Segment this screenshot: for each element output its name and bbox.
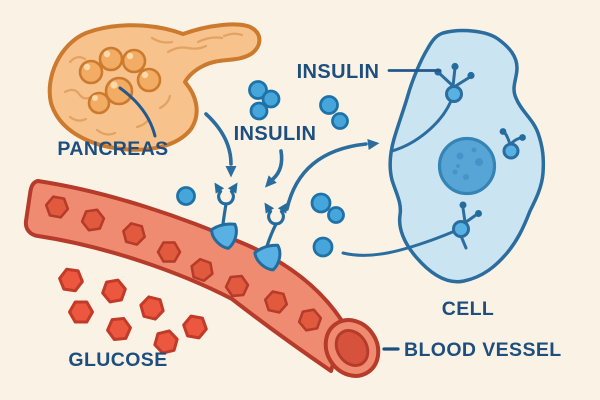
pancreas-label: PANCREAS: [57, 138, 168, 160]
glucose-molecules: [58, 267, 208, 355]
pancreas-illustration: [47, 22, 262, 152]
insulin-dot: [312, 236, 334, 258]
insulin-label-top: INSULIN: [297, 61, 380, 83]
glucose-molecule: [106, 316, 132, 342]
insulin-dot: [310, 192, 332, 214]
glucose-molecule: [139, 295, 165, 321]
arrow-to-cell: [285, 142, 368, 211]
insulin-label-middle: INSULIN: [234, 123, 317, 145]
insulin-dot: [249, 101, 269, 121]
blood-vessel-label: BLOOD VESSEL: [404, 339, 562, 361]
receptor-head: [445, 85, 463, 103]
insulin-dot: [248, 80, 268, 100]
cell-receptor-bottom: [341, 201, 482, 257]
glucose-molecule: [182, 314, 208, 340]
receptor-head: [452, 220, 470, 238]
receptor-tail: [390, 99, 453, 153]
vessel-lumen: [334, 329, 370, 367]
insulin-dot: [331, 112, 349, 130]
insulin-dot: [327, 206, 345, 224]
nucleus-speckles: [452, 147, 483, 180]
arrow-insulin-to-receptor: [271, 149, 284, 181]
cell-receptor-right: [499, 128, 526, 160]
pancreas-texture: [63, 32, 244, 136]
receptor-tail: [341, 229, 457, 257]
glucose-in-vessel: [44, 195, 323, 332]
glucose-molecule: [68, 300, 94, 324]
receptor-arrowheads: [214, 182, 238, 194]
vessel-receptor-1: [210, 182, 238, 250]
receptor-tips: [459, 201, 482, 217]
cell-label: CELL: [442, 298, 495, 320]
receptor-head: [502, 142, 520, 160]
flow-arrowheads: [225, 139, 380, 188]
insulin-dot: [261, 89, 281, 109]
receptor-arrowheads: [264, 202, 288, 214]
vessel-open-end: [323, 318, 381, 378]
receptor-socket: [253, 243, 282, 272]
receptor-tips: [499, 128, 526, 141]
flow-arrows: [204, 112, 368, 211]
insulin-dots: [176, 80, 349, 258]
cell-receptor-top: [390, 62, 475, 153]
insulin-dot: [176, 186, 196, 206]
glucose-molecule: [58, 267, 84, 293]
arrow-pancreas-to-vessel: [204, 112, 233, 166]
insulin-dot: [319, 95, 339, 115]
cell-nucleus: [437, 136, 497, 196]
islet-highlights: [83, 50, 149, 101]
nucleus-circle: [437, 136, 497, 196]
glucose-label: GLUCOSE: [68, 349, 167, 371]
vessel-receptor-2: [253, 202, 288, 272]
cell-illustration: [341, 28, 546, 284]
glucose-molecule: [153, 329, 179, 355]
pancreas-pointer-line: [118, 86, 157, 138]
glucose-molecule: [101, 278, 127, 304]
